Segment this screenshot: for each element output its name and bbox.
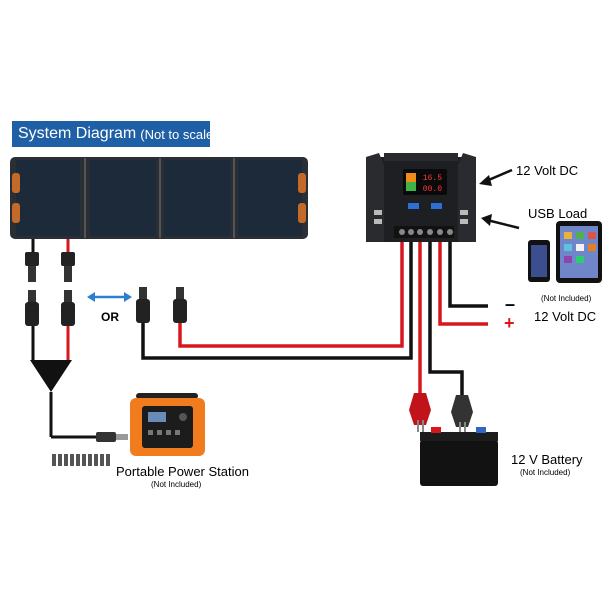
power-station-screen [148, 412, 166, 422]
panel-handle-right-top [298, 173, 306, 193]
label-minus: – [505, 294, 516, 314]
label-usb-not-included: (Not Included) [541, 294, 592, 303]
battery-positive-terminal [431, 427, 441, 433]
arrow-12v-icon [479, 168, 513, 186]
power-station [130, 393, 205, 456]
label-plus: + [504, 313, 515, 333]
arrow-usb-icon [481, 214, 520, 230]
controller-button-right [431, 203, 442, 209]
panel-handle-left-bottom [12, 203, 20, 223]
charge-controller: 16.5 00.0 [366, 153, 476, 242]
label-usb-load: USB Load [528, 206, 588, 221]
title-main: System Diagram [18, 125, 137, 142]
extension-mc4-connectors [136, 287, 187, 323]
label-12-volt-dc-input: 12 Volt DC [516, 163, 579, 178]
title-subtitle: (Not to scale) [140, 126, 218, 142]
usb-port-1 [374, 210, 382, 215]
display-voltage: 16.5 [423, 174, 442, 183]
solar-panel [10, 157, 308, 239]
battery-12v [420, 427, 498, 486]
label-battery-not-included: (Not Included) [520, 468, 571, 477]
display-current: 00.0 [423, 185, 442, 194]
usb-port-4 [460, 219, 468, 224]
controller-button-left [408, 203, 419, 209]
label-12-volt-dc-output: 12 Volt DC [534, 309, 597, 324]
panel-mc4-connectors [25, 252, 75, 282]
battery-negative-terminal [476, 427, 486, 433]
label-power-station-not-included: (Not Included) [151, 480, 202, 489]
black-battery-clamp [451, 395, 473, 432]
red-battery-clamp [409, 393, 431, 432]
panel-handle-left-top [12, 173, 20, 193]
panel-handle-right-bottom [298, 203, 306, 223]
dc-adapter-tips [52, 454, 110, 466]
diagram-title: System Diagram (Not to scale) [12, 121, 218, 147]
phone-icon [528, 240, 550, 282]
usb-port-2 [374, 219, 382, 224]
tablet-icon [556, 221, 602, 283]
label-12v-battery: 12 V Battery [511, 452, 583, 467]
adapter-mc4-connectors [25, 290, 75, 326]
battery-wires [418, 242, 464, 395]
usb-port-3 [460, 210, 468, 215]
load-output-wires [438, 242, 488, 326]
label-or: OR [101, 310, 119, 324]
label-portable-power-station: Portable Power Station [116, 464, 249, 479]
panel-to-controller-wires [141, 242, 413, 360]
y-cable [30, 326, 128, 442]
double-arrow-icon [87, 292, 132, 302]
